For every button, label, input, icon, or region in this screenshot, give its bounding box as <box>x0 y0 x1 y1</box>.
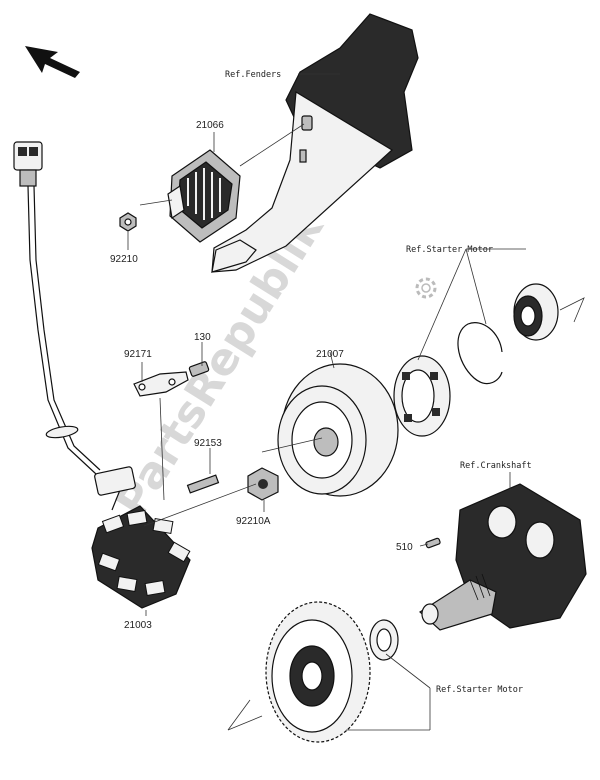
label-510: 510 <box>396 542 413 553</box>
label-ref-starter-motor-bottom: Ref.Starter Motor <box>436 685 523 695</box>
bolt-21066 <box>301 115 313 131</box>
label-92210A: 92210A <box>236 516 271 527</box>
starter-gear <box>265 601 371 743</box>
part-92210A-nut <box>247 467 279 501</box>
part-21007-rotor <box>277 363 399 497</box>
label-ref-starter-motor-top: Ref.Starter Motor <box>406 245 493 255</box>
nut-92210 <box>119 212 137 232</box>
part-21066-regulator <box>167 149 241 243</box>
label-92210: 92210 <box>110 254 138 265</box>
label-130: 130 <box>194 332 211 343</box>
part-130-bolt <box>188 361 210 377</box>
gear-icon <box>415 277 437 299</box>
needle-bearing <box>513 283 559 341</box>
part-92153-bolt <box>186 474 220 494</box>
starter-clutch <box>393 355 451 437</box>
gear-washer <box>369 619 399 661</box>
part-510-key <box>425 537 441 549</box>
part-21003-stator <box>91 505 191 609</box>
wiring-harness <box>13 141 136 511</box>
label-ref-fenders: Ref.Fenders <box>225 70 281 80</box>
grommet <box>94 466 136 496</box>
frame-bracket <box>211 13 419 273</box>
leader-lines <box>127 73 585 731</box>
label-ref-crankshaft: Ref.Crankshaft <box>460 461 532 471</box>
label-21003: 21003 <box>124 620 152 631</box>
part-92171-clamp <box>133 371 189 397</box>
arrow-up-left-icon <box>25 46 80 78</box>
snap-ring <box>457 322 503 385</box>
label-21066: 21066 <box>196 120 224 131</box>
crankshaft <box>419 483 587 631</box>
label-92171: 92171 <box>124 349 152 360</box>
pin <box>299 149 307 163</box>
label-92153: 92153 <box>194 438 222 449</box>
label-21007: 21007 <box>316 349 344 360</box>
